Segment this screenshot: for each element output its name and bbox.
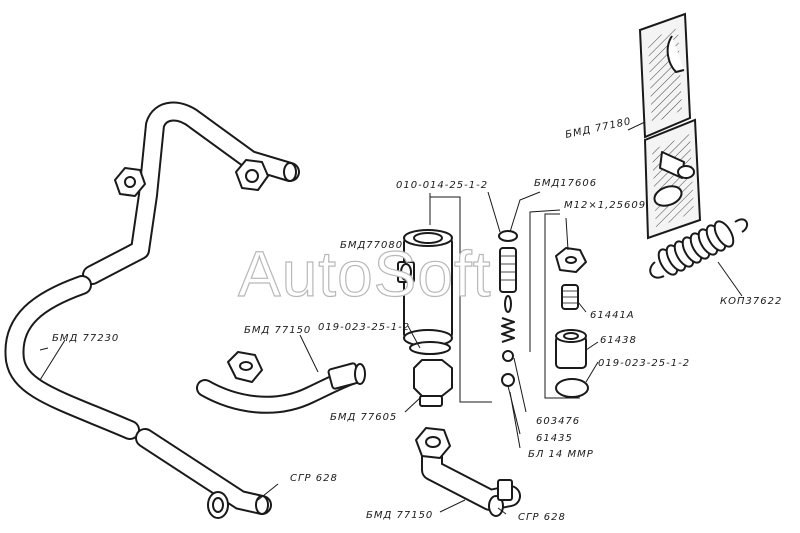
label-bmd77605: БМД 77605 <box>330 412 397 423</box>
tube-bmd77230 <box>4 101 300 519</box>
spring-kop37622 <box>649 218 749 279</box>
watermark-text: AutoSoft <box>238 238 492 310</box>
label-61435: 61435 <box>536 433 573 444</box>
label-bmd77230: БМД 77230 <box>52 333 119 344</box>
valve-stack <box>498 230 589 398</box>
tube-bmd77150-upper <box>196 351 366 414</box>
label-code-019-a: 019-023-25-1-2 <box>318 322 410 333</box>
label-kop37622: КОП37622 <box>720 296 782 307</box>
label-m12: М12×1,25609 <box>564 200 646 211</box>
label-sgr628-a: СГР 628 <box>290 473 338 484</box>
label-bmd77150-b: БМД 77150 <box>366 510 433 521</box>
label-bmd77150-a: БМД 77150 <box>244 325 311 336</box>
label-61438: 61438 <box>600 335 637 346</box>
valve-body-bmd77080 <box>397 229 453 407</box>
bracket-plate <box>638 12 702 240</box>
tube-bmd77150-lower <box>415 427 521 517</box>
label-bmd77180: БМД 77180 <box>564 116 632 141</box>
label-code-010: 010-014-25-1-2 <box>396 180 488 191</box>
label-bl14mmr: БЛ 14 ММР <box>528 449 594 460</box>
label-code-019-b: 019-023-25-1-2 <box>598 358 690 369</box>
label-bmd17606: БМД17606 <box>534 178 597 189</box>
leader-lines <box>39 121 743 515</box>
label-bmd77080: БМД77080 <box>340 240 403 251</box>
label-61441a: 61441А <box>590 310 635 321</box>
label-603476: 603476 <box>536 416 580 427</box>
label-sgr628-b: СГР 628 <box>518 512 566 523</box>
